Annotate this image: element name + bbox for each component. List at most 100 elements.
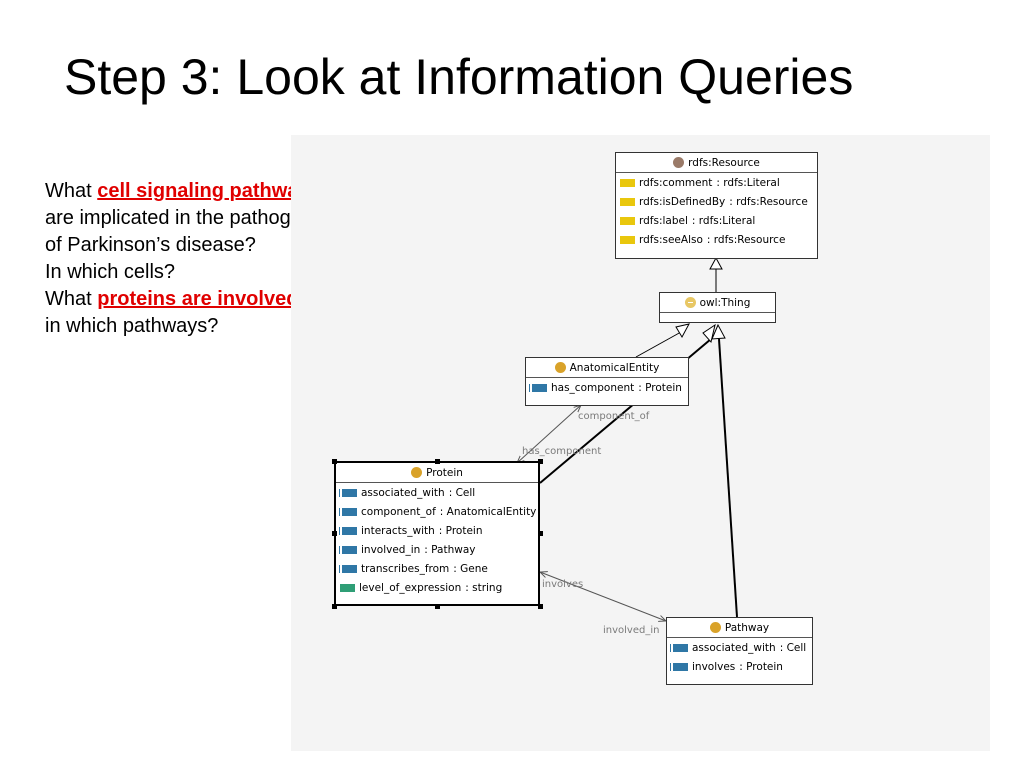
class-box-protein[interactable]: Protein associated_with: Cell component_… [334,461,540,606]
property-type: : Gene [453,562,488,575]
object-property-icon [671,643,688,652]
class-box-anatomical-entity[interactable]: AnatomicalEntity has_component: Protein [525,357,689,406]
class-box-pathway[interactable]: Pathway associated_with: Cell involves: … [666,617,813,685]
edge-involves [540,572,666,621]
class-title: rdfs:Resource [688,156,760,169]
object-property-icon [340,545,357,554]
property-row[interactable]: associated_with: Cell [336,483,538,502]
question-line-2: are implicated in the pathogenesis [45,207,349,229]
class-title: Protein [426,466,463,479]
resize-handle-nw[interactable] [332,459,337,464]
class-icon [709,622,721,633]
object-property-icon [671,662,688,671]
property-name: rdfs:label [639,214,688,227]
property-type: : rdfs:Literal [716,176,780,189]
property-type: : Pathway [424,543,476,556]
slide-title: Step 3: Look at Information Queries [64,49,854,105]
edge-label-component-of: component_of [578,411,650,422]
property-type: : string [465,581,503,594]
property-row[interactable]: involves: Protein [667,657,812,676]
edge-pathway-to-thing [718,338,738,618]
question-line-5-prefix: What [45,288,98,310]
class-icon [411,467,423,478]
ontology-diagram-canvas: component_of has_component involves invo… [291,135,990,751]
property-name: involved_in [361,543,421,556]
resize-handle-e[interactable] [538,531,543,536]
object-property-icon [340,488,357,497]
property-type: : AnatomicalEntity [439,505,537,518]
property-row[interactable]: involved_in: Pathway [336,540,538,559]
property-type: : rdfs:Resource [729,195,808,208]
property-row[interactable]: level_of_expression: string [336,578,538,597]
property-row[interactable]: rdfs:comment: rdfs:Literal [616,173,817,192]
property-type: : rdfs:Resource [706,233,786,246]
property-name: rdfs:seeAlso [639,233,703,246]
question-line-3: of Parkinson’s disease? [45,234,256,256]
property-name: associated_with [361,486,445,499]
edge-label-involved-in: involved_in [603,625,660,636]
property-type: : Protein [638,381,682,394]
edge-label-has-component: has_component [522,446,602,457]
property-row[interactable]: transcribes_from: Gene [336,559,538,578]
question-line-1-prefix: What [45,180,98,202]
highlight-proteins-are-involved: proteins are involved [97,288,299,310]
inheritance-arrow-resource [709,256,723,270]
edge-anatomical-to-thing [635,331,682,358]
property-name: level_of_expression [359,581,462,594]
property-name: interacts_with [361,524,435,537]
resize-handle-sw[interactable] [332,604,337,609]
class-header: Protein [336,463,538,483]
edge-label-involves: involves [542,579,584,590]
property-name: rdfs:isDefinedBy [639,195,726,208]
property-name: component_of [361,505,436,518]
property-row[interactable]: interacts_with: Protein [336,521,538,540]
resize-handle-ne[interactable] [538,459,543,464]
question-line-6: in which pathways? [45,315,219,337]
object-property-icon [530,383,547,392]
property-type: : rdfs:Literal [691,214,756,227]
class-box-rdfs-resource[interactable]: rdfs:Resource rdfs:comment: rdfs:Literal… [615,152,818,259]
object-property-icon [340,526,357,535]
resize-handle-n[interactable] [435,459,440,464]
inheritance-arrow-pathway [711,323,726,340]
property-row[interactable]: rdfs:label: rdfs:Literal [616,211,817,230]
property-type: : Cell [448,486,476,499]
property-name: associated_with [692,641,776,654]
property-row[interactable]: has_component: Protein [526,378,688,397]
class-header: owl:Thing [660,293,775,313]
class-header: AnatomicalEntity [526,358,688,378]
class-header: Pathway [667,618,812,638]
property-name: has_component [551,381,635,394]
edge-component-of [517,405,581,463]
resize-handle-s[interactable] [435,604,440,609]
property-row[interactable]: associated_with: Cell [667,638,812,657]
property-type: : Protein [438,524,483,537]
question-line-4: In which cells? [45,261,176,283]
object-property-icon [340,564,357,573]
literal-property-icon [620,178,635,187]
datatype-property-icon [340,583,355,592]
class-title: owl:Thing [699,296,751,309]
property-name: rdfs:comment [639,176,713,189]
class-title: AnatomicalEntity [569,361,660,374]
property-name: involves [692,660,736,673]
highlight-cell-signaling-pathways: cell signaling pathways [97,180,321,202]
thing-icon [684,297,696,308]
property-type: : Protein [739,660,783,673]
class-header: rdfs:Resource [616,153,817,173]
property-row[interactable]: rdfs:isDefinedBy: rdfs:Resource [616,192,817,211]
inheritance-arrow-protein [702,323,716,344]
class-icon [554,362,566,373]
class-box-owl-thing[interactable]: owl:Thing [659,292,776,323]
resource-icon [673,157,685,168]
resize-handle-w[interactable] [332,531,337,536]
question-line-1: What cell signaling pathways [45,178,349,205]
class-title: Pathway [724,621,770,634]
inheritance-arrow-anatomical [675,323,690,339]
property-row[interactable]: component_of: AnatomicalEntity [336,502,538,521]
resize-handle-se[interactable] [538,604,543,609]
literal-property-icon [620,216,635,225]
literal-property-icon [620,235,635,244]
property-row[interactable]: rdfs:seeAlso: rdfs:Resource [616,230,817,249]
property-type: : Cell [779,641,807,654]
